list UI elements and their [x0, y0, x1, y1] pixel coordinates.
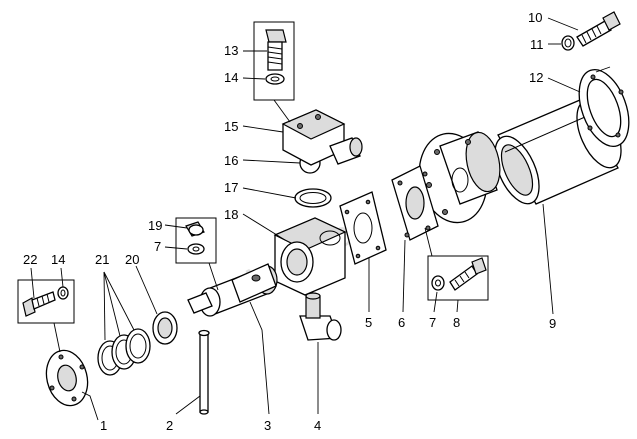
part-5-gasket: [339, 191, 387, 265]
callout-19: 19: [148, 218, 162, 233]
callout-7-right: 7: [429, 315, 436, 330]
callout-7-center: 7: [154, 239, 161, 254]
part-12-gasket: [578, 69, 630, 147]
part-15-block: [281, 109, 363, 166]
callout-15: 15: [224, 119, 238, 134]
part-21-rings: [97, 328, 151, 376]
callout-14-top: 14: [224, 70, 238, 85]
part-6-plate: [391, 165, 439, 241]
part-20-bushing: [152, 311, 178, 345]
callout-1: 1: [100, 418, 107, 433]
callout-3: 3: [264, 418, 271, 433]
part-10-bolt: [576, 11, 621, 47]
callout-5: 5: [365, 315, 372, 330]
bolt-box-7-8: [427, 255, 489, 301]
callout-12: 12: [529, 70, 543, 85]
leader-lines: [30, 17, 611, 421]
bolt-box-22-14: [17, 279, 75, 324]
callout-17: 17: [224, 180, 238, 195]
part-4-fitting: [299, 292, 342, 341]
part-3-shaft: [187, 263, 278, 317]
callout-13: 13: [224, 43, 238, 58]
callout-11: 11: [530, 37, 544, 52]
callout-4: 4: [314, 418, 321, 433]
callout-6: 6: [398, 315, 405, 330]
nut-box-19-7: [175, 217, 217, 264]
callout-22: 22: [23, 252, 37, 267]
part-17-oring: [294, 188, 332, 208]
callout-9: 9: [549, 316, 556, 331]
part-2-pin: [198, 329, 210, 415]
part-11-washer: [561, 35, 575, 51]
callout-21: 21: [95, 252, 109, 267]
callout-8: 8: [453, 315, 460, 330]
callout-16: 16: [224, 153, 238, 168]
callout-14-left: 14: [51, 252, 65, 267]
callout-20: 20: [125, 252, 139, 267]
bolt-box-13-14: [253, 21, 295, 101]
part-1-flange: [45, 349, 89, 407]
callout-2: 2: [166, 418, 173, 433]
flange-housing: [418, 131, 501, 224]
callout-18: 18: [224, 207, 238, 222]
callout-10: 10: [528, 10, 542, 25]
callouts: 1 2 3 4 5 6 7 8 9 10 11 12 13 14 15 16 1…: [23, 10, 556, 433]
part-18-body: [273, 217, 347, 296]
